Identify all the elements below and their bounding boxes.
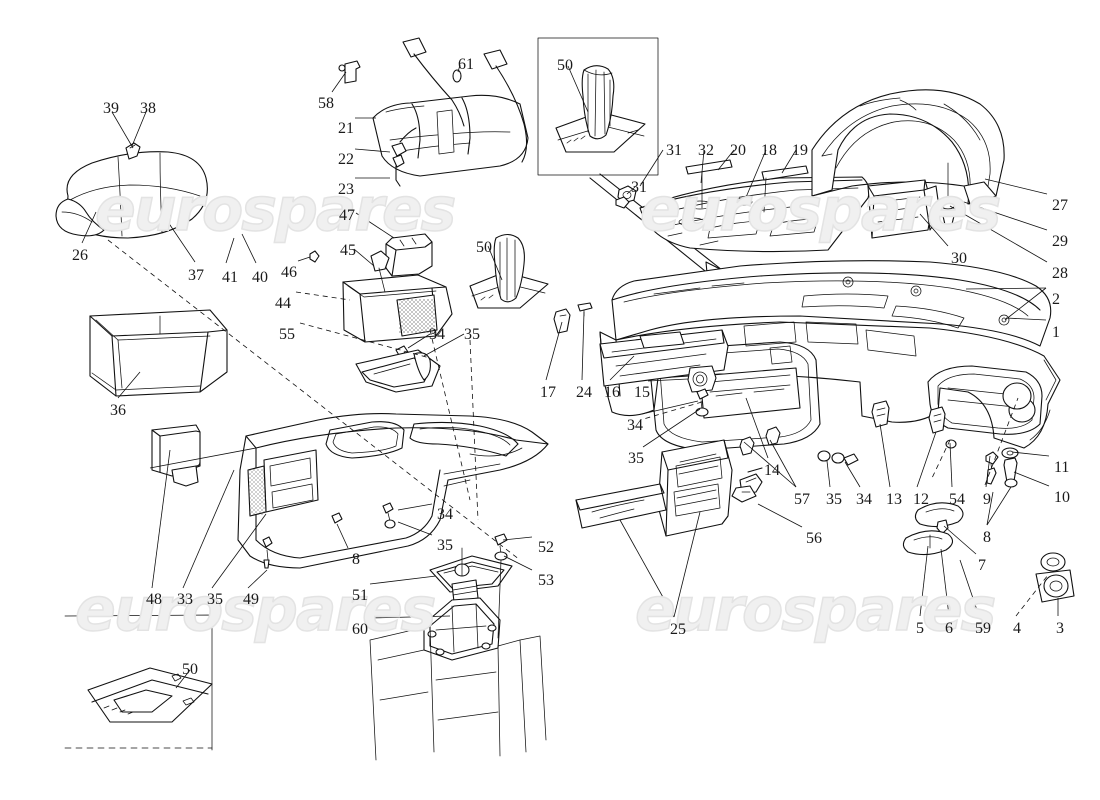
callout-number: 25 [670, 621, 686, 638]
callout-number: 10 [1054, 489, 1070, 506]
part-gear-gaiter-lower [469, 233, 549, 309]
callout-number: 33 [177, 591, 193, 608]
callout-number: 26 [72, 247, 88, 264]
part-dash-clips [739, 400, 957, 466]
watermark: eurospares [94, 174, 457, 246]
part-console-wedge [355, 349, 441, 393]
callout-number: 35 [826, 491, 842, 508]
callout-number: 54 [949, 491, 965, 508]
callout-number: 45 [340, 242, 356, 259]
callout-number: 9 [983, 491, 991, 508]
callout-number: 55 [279, 326, 295, 343]
callout-number: 22 [338, 151, 354, 168]
part-gear-lever-boot [369, 533, 547, 761]
callout-number: 47 [339, 207, 355, 224]
callout-number: 29 [1052, 233, 1068, 250]
callout-number: 2 [1052, 291, 1060, 308]
part-small-box [385, 233, 433, 277]
callout-number: 8 [352, 551, 360, 568]
part-centre-console [237, 413, 549, 569]
callout-number: 7 [978, 557, 986, 574]
callout-number: 51 [352, 587, 368, 604]
callout-number: 35 [464, 326, 480, 343]
callout-number: 46 [281, 264, 297, 281]
part-glovebox-lid [338, 37, 529, 187]
callout-number: 44 [275, 295, 291, 312]
part-dash-cowl [811, 89, 1005, 205]
part-storage-tray [89, 309, 228, 397]
callout-number: 56 [806, 530, 822, 547]
part-control-box [151, 424, 201, 487]
callout-number: 21 [338, 120, 354, 137]
watermark: eurospares [634, 574, 997, 646]
watermark: eurospares [639, 174, 1002, 246]
watermark: eurospares [74, 574, 437, 646]
callout-number: 34 [856, 491, 872, 508]
callout-number: 39 [103, 100, 119, 117]
callout-number: 61 [458, 56, 474, 73]
part-vent-strip [553, 302, 729, 417]
callout-number: 5 [916, 620, 924, 637]
callout-number: 34 [627, 417, 643, 434]
callout-number: 1 [1052, 324, 1060, 341]
callout-number: 49 [243, 591, 259, 608]
callout-number: 37 [188, 267, 204, 284]
part-pocket-panel [867, 162, 956, 239]
callout-number: 41 [222, 269, 238, 286]
callout-number: 59 [975, 620, 991, 637]
callout-number: 60 [352, 621, 368, 638]
callout-number: 23 [338, 181, 354, 198]
callout-number: 31 [666, 142, 682, 159]
callout-number: 27 [1052, 197, 1068, 214]
callout-number: 15 [634, 384, 650, 401]
part-upper-dash-pad [615, 159, 870, 253]
callout-number: 24 [576, 384, 592, 401]
callout-number: 50 [476, 239, 492, 256]
callout-number: 35 [628, 450, 644, 467]
callout-number: 50 [557, 57, 573, 74]
callout-number: 31 [631, 179, 647, 196]
callout-number: 38 [140, 100, 156, 117]
callout-number: 36 [110, 402, 126, 419]
callout-number: 28 [1052, 265, 1068, 282]
callout-number: 6 [945, 620, 953, 637]
part-fasteners-right [985, 382, 1075, 603]
callout-number: 19 [792, 142, 808, 159]
callout-number: 16 [604, 384, 620, 401]
callout-number: 58 [318, 95, 334, 112]
callout-number: 17 [540, 384, 556, 401]
callout-number: 4 [1013, 620, 1021, 637]
callout-number: 20 [730, 142, 746, 159]
callout-number: 8 [983, 529, 991, 546]
callout-number: 18 [761, 142, 777, 159]
callout-number: 50 [182, 661, 198, 678]
callout-number: 52 [538, 539, 554, 556]
part-seat-cushion [55, 142, 208, 239]
callout-number: 57 [794, 491, 810, 508]
callout-number: 3 [1056, 620, 1064, 637]
callout-number: 14 [764, 462, 780, 479]
part-ashtray-bin [309, 250, 453, 367]
callout-number: 34 [429, 326, 445, 343]
callout-number: 35 [207, 591, 223, 608]
leader-lines [81, 64, 1059, 689]
part-latch-handle [731, 467, 763, 503]
callout-number: 12 [913, 491, 929, 508]
callout-number: 13 [886, 491, 902, 508]
part-handles [902, 502, 964, 556]
callout-number: 30 [951, 250, 967, 267]
callout-number: 48 [146, 591, 162, 608]
callout-number: 53 [538, 572, 554, 589]
callout-number: 11 [1054, 459, 1070, 476]
callout-number: 35 [437, 537, 453, 554]
callout-number: 32 [698, 142, 714, 159]
callout-number: 34 [437, 506, 453, 523]
part-twin-vent [575, 439, 733, 537]
callout-number: 40 [252, 269, 268, 286]
